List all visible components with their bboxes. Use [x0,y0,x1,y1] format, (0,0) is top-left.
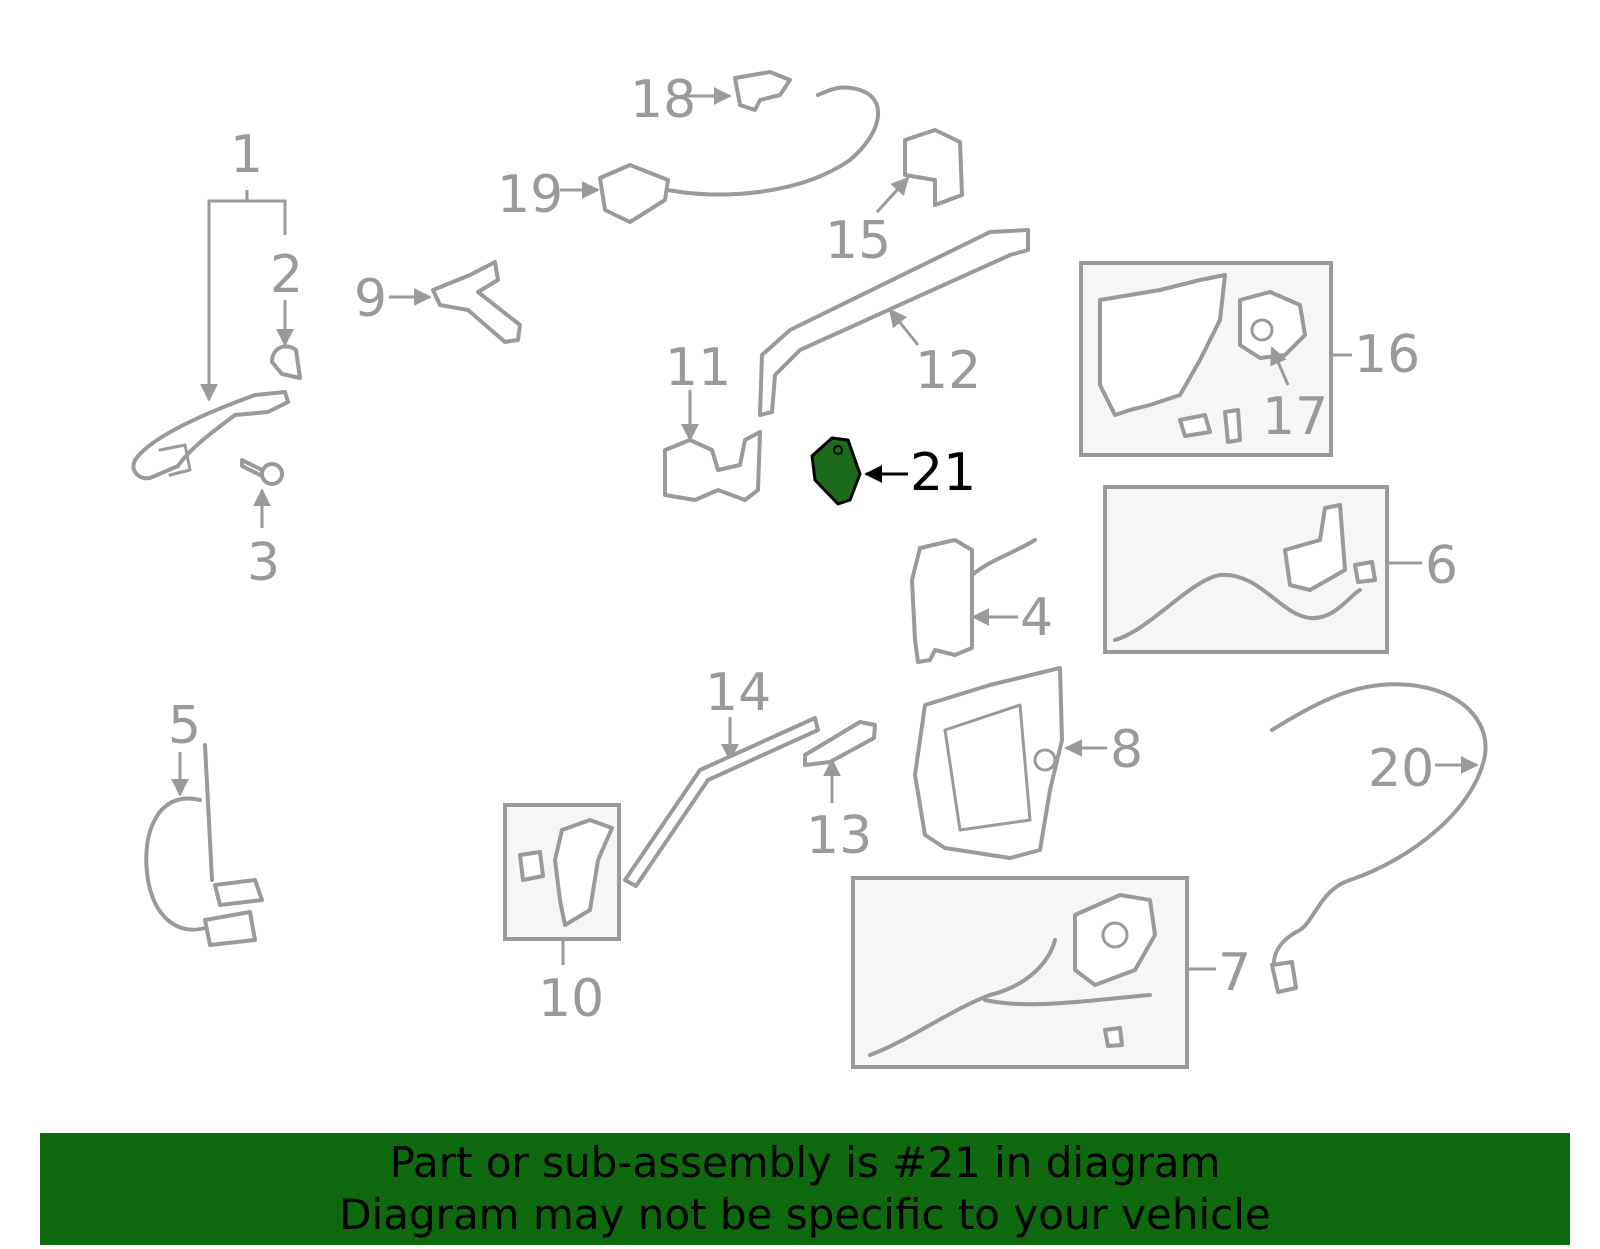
part-2-handle-cap[interactable]: 2 [270,245,303,380]
part-8-module-panel[interactable]: 8 [913,666,1143,860]
part-16-door-latch-box[interactable]: 16 17 [1079,261,1420,457]
callout-9: 9 [354,269,387,329]
callout-10: 10 [538,969,604,1029]
callout-15: 15 [825,211,891,271]
part-13-seal[interactable]: 13 [803,720,877,866]
part-1-outside-handle[interactable]: 1 [131,125,290,481]
callout-6: 6 [1425,536,1458,596]
info-banner: Part or sub-assembly is #21 in diagram D… [40,1133,1570,1245]
callout-2: 2 [270,245,303,305]
callout-14: 14 [705,663,771,723]
part-21-highlighted[interactable]: 21 [810,436,976,506]
part-15-motor[interactable]: 15 [825,128,964,271]
banner-line-1: Part or sub-assembly is #21 in diagram [389,1138,1221,1187]
part-3-bolt[interactable]: 3 [240,458,284,593]
part-20-cable[interactable]: 20 [1270,682,1488,994]
callout-4: 4 [1020,588,1053,648]
callout-12: 12 [915,341,981,401]
part-7-latch-cable-box[interactable]: 7 [851,876,1251,1069]
part-4-lock-actuator[interactable]: 4 [910,538,1053,664]
callout-17: 17 [1262,387,1328,447]
callout-21: 21 [910,443,976,503]
part-18-cable-bracket[interactable]: 18 [630,70,792,130]
banner-line-2: Diagram may not be specific to your vehi… [339,1190,1271,1239]
part-12-guide-rail[interactable]: 12 [758,228,1030,417]
callout-3: 3 [247,533,280,593]
part-10-bracket-box[interactable]: 10 [503,803,621,1029]
callout-20: 20 [1368,739,1434,799]
part-6-lock-cable-box[interactable]: 6 [1103,485,1458,654]
callout-18: 18 [630,70,696,130]
callout-5: 5 [168,696,201,756]
part-14-weatherstrip[interactable]: 14 [623,663,820,888]
part-11-hinge[interactable]: 11 [663,338,762,502]
callout-8: 8 [1110,720,1143,780]
callout-7: 7 [1218,943,1251,1003]
callout-11: 11 [665,338,731,398]
part-19-remote-control[interactable]: 19 [497,85,880,225]
callout-1: 1 [230,125,263,185]
part-9-handle-bracket[interactable]: 9 [354,260,522,344]
callout-16: 16 [1354,325,1420,385]
part-5-rod-assembly[interactable]: 5 [144,696,264,947]
callout-13: 13 [806,806,872,866]
callout-19: 19 [497,165,563,225]
